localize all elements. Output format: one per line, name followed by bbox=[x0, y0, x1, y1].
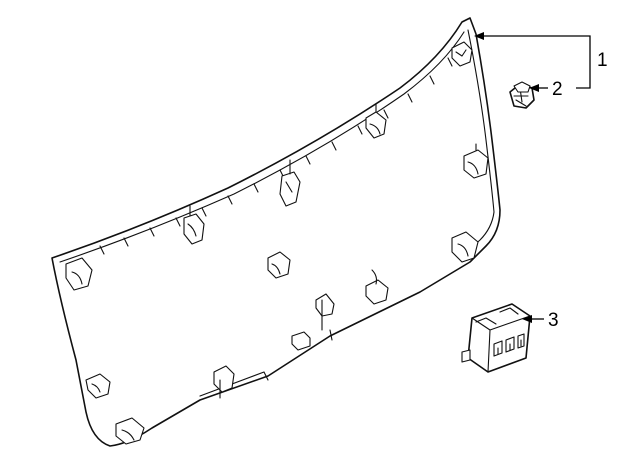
callout-3-label: 3 bbox=[548, 310, 559, 331]
clip-right-upper bbox=[463, 143, 489, 179]
clip-center-lower bbox=[315, 293, 335, 331]
callout-3-leader bbox=[522, 315, 544, 323]
callout-1-label: 1 bbox=[597, 50, 608, 71]
callout-1-leader bbox=[474, 32, 591, 89]
clip-left-mid bbox=[65, 257, 93, 291]
trim-panel bbox=[51, 17, 501, 447]
clip-center bbox=[267, 251, 291, 279]
clip-left-lower bbox=[85, 373, 111, 399]
push-pin-retainer bbox=[509, 81, 535, 109]
callout-2-label: 2 bbox=[552, 79, 563, 100]
clip-upper-right bbox=[451, 41, 473, 67]
clip-left-upper bbox=[183, 205, 205, 245]
clip-top-center bbox=[365, 103, 387, 139]
trim-panel-flange bbox=[59, 29, 495, 263]
clip-bottom-center bbox=[213, 365, 235, 399]
clip-bottom-left bbox=[115, 417, 145, 445]
callout-2-leader bbox=[529, 84, 548, 92]
trim-panel-top-ribs bbox=[99, 57, 453, 255]
clip-center-right bbox=[365, 269, 389, 305]
trim-panel-outline bbox=[51, 17, 501, 447]
clip-block bbox=[291, 331, 311, 351]
clip-center-upper bbox=[279, 159, 301, 207]
clip-right-lower bbox=[451, 231, 479, 263]
control-module bbox=[461, 303, 531, 373]
